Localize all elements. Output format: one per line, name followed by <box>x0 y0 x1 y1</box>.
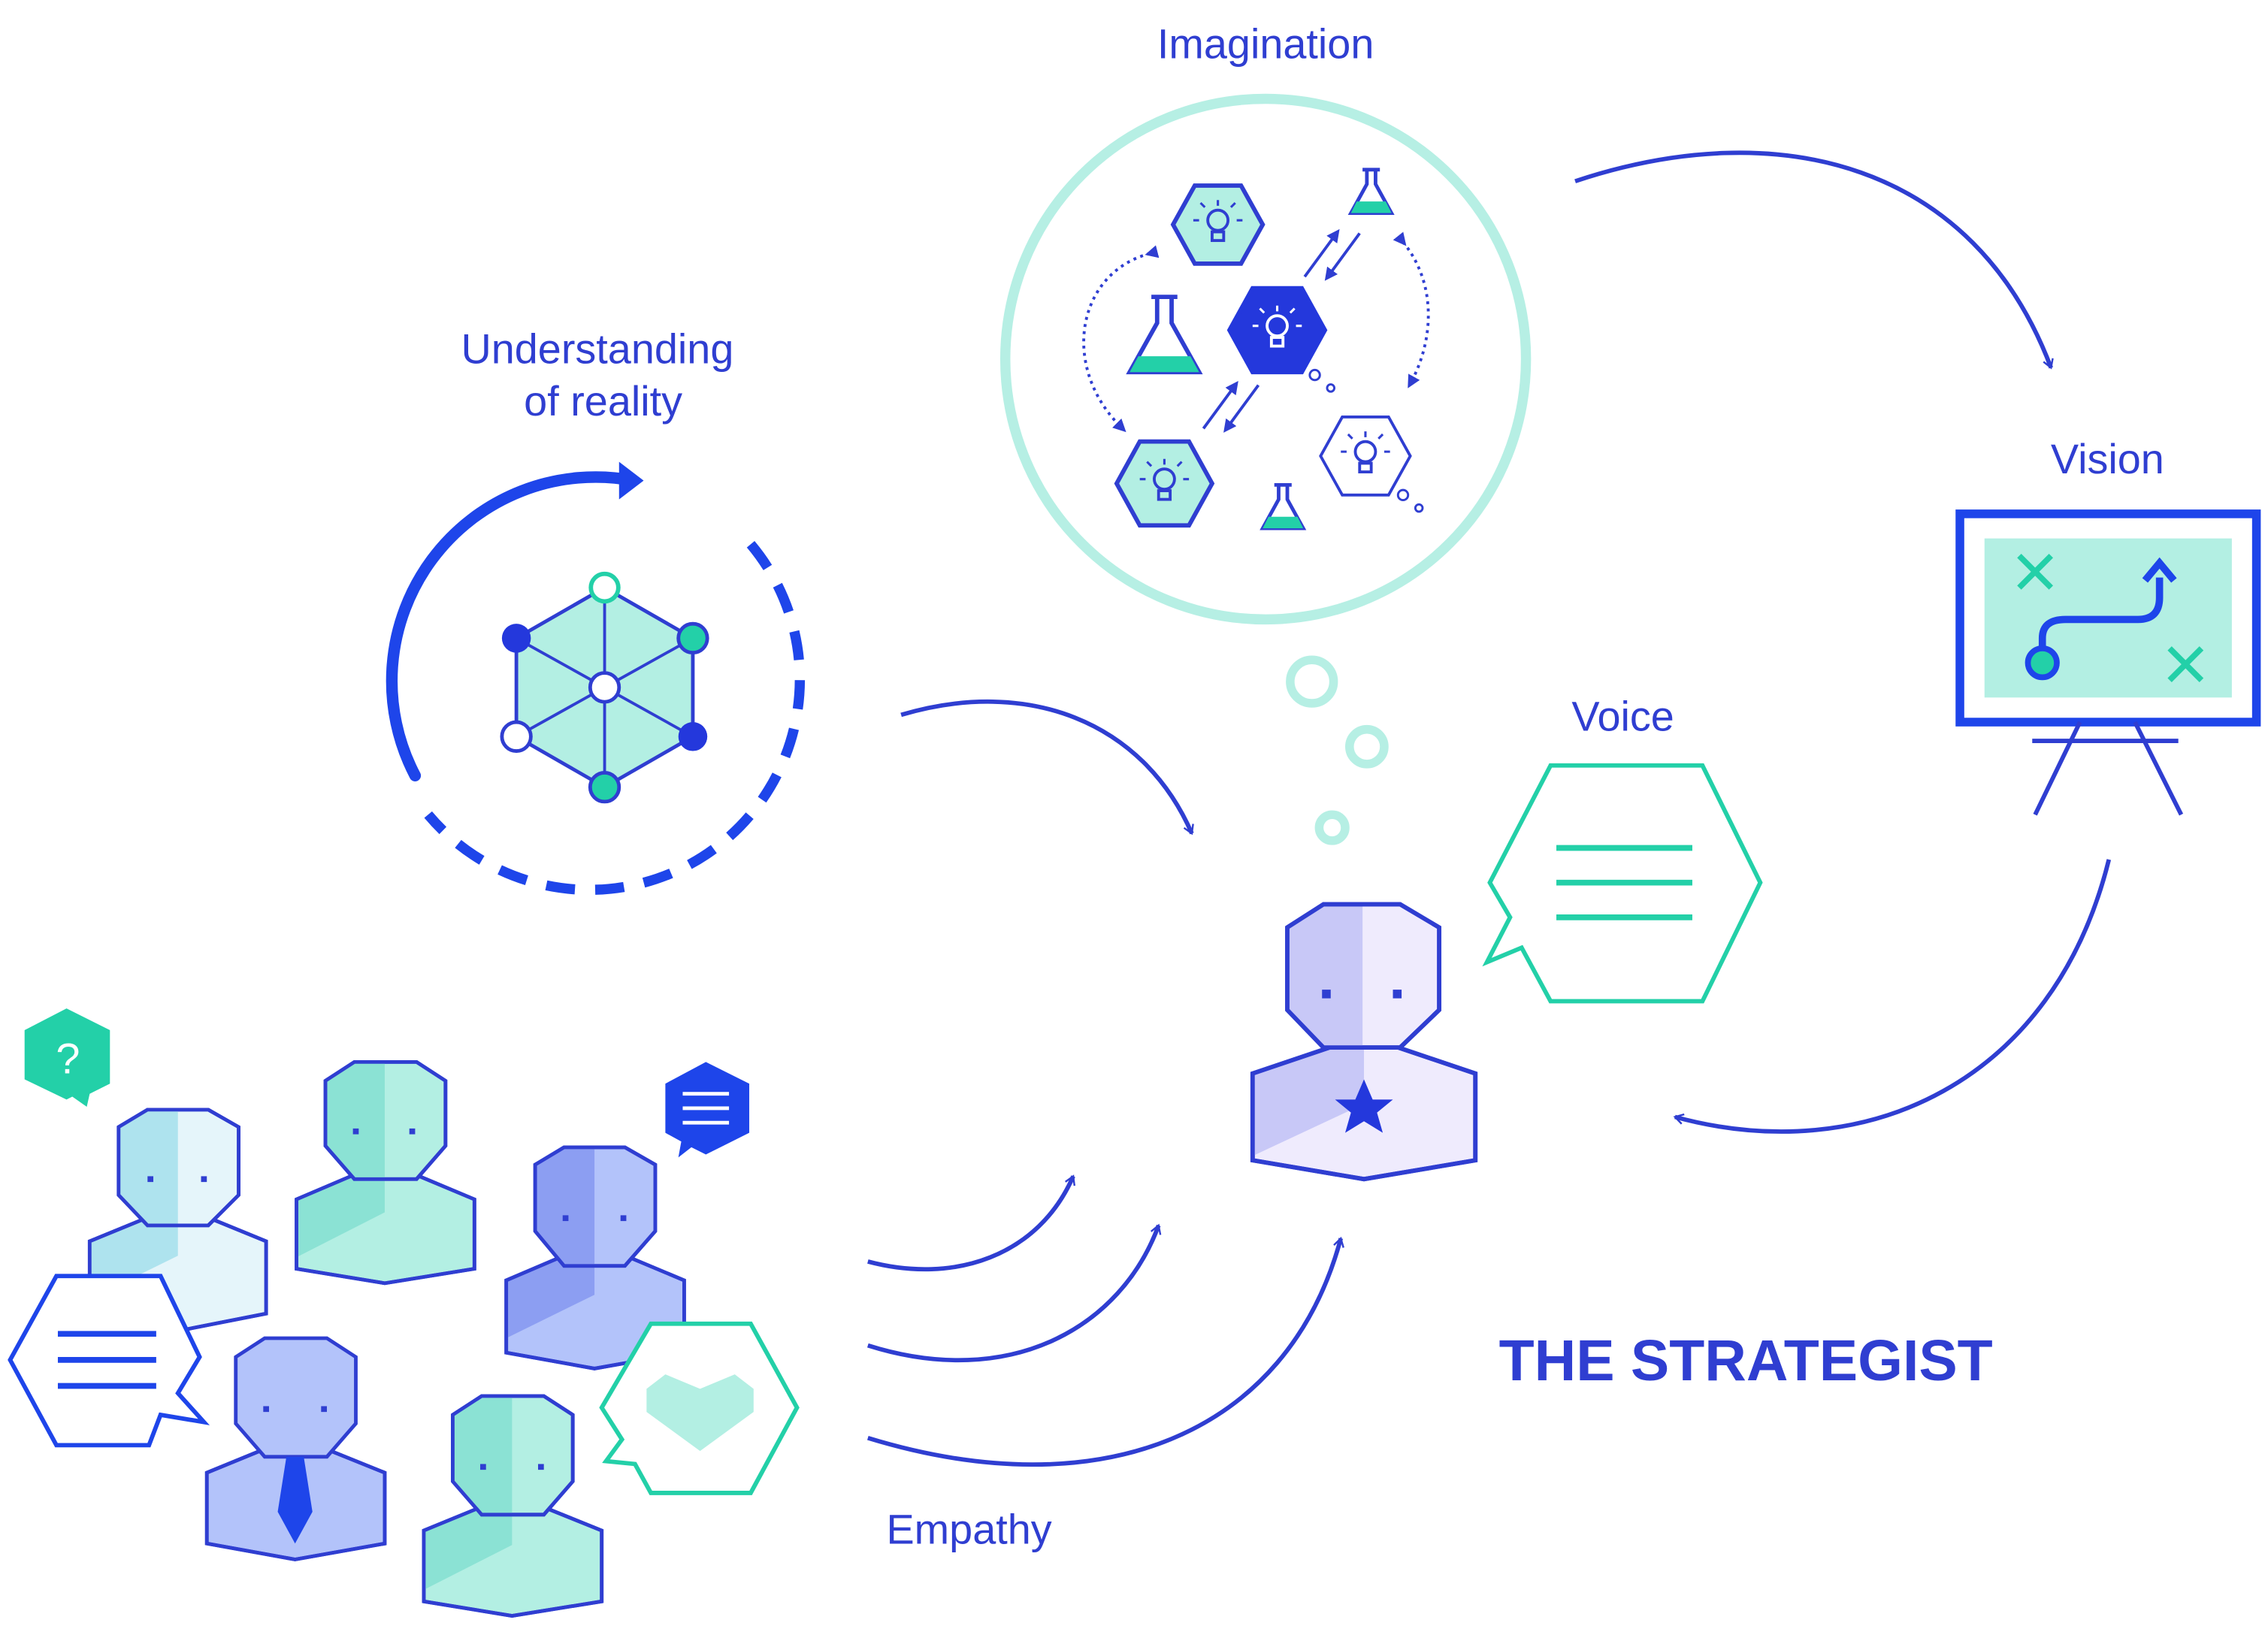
chat-icon <box>665 1062 750 1158</box>
speech-bubble <box>8 1274 210 1448</box>
heart-icon <box>646 1374 754 1452</box>
flow-arrows <box>866 150 2112 1467</box>
target-x-icon <box>2017 553 2054 590</box>
flask-icon <box>1126 295 1203 375</box>
tie-icon <box>277 1456 313 1544</box>
lightbulb-icon <box>1114 439 1215 528</box>
lightbulb-icon <box>1319 415 1412 497</box>
thought-bubble-medium <box>1345 724 1389 769</box>
arrow-icon <box>867 1236 1344 1467</box>
understanding-label-line2: of reality <box>524 377 682 425</box>
lightbulb-icon <box>1226 286 1328 375</box>
imagination-label: Imagination <box>1157 20 1374 68</box>
flask-icon <box>1347 168 1395 215</box>
person-avatar <box>504 1145 686 1371</box>
imagination-bubble <box>999 93 1532 845</box>
person-avatar <box>204 1336 387 1561</box>
flask-icon <box>1259 482 1307 530</box>
swap-arrows-icon <box>1082 228 1430 433</box>
star-icon <box>1335 1079 1393 1133</box>
strategist-title: THE STRATEGIST <box>1499 1328 1993 1393</box>
voice-label: Voice <box>1571 693 1674 740</box>
empathy-label: Empathy <box>886 1505 1051 1552</box>
heart-bubble <box>599 1321 800 1495</box>
voice-bubble <box>1482 763 1763 1004</box>
understanding-cycle <box>386 461 806 896</box>
cube-icon <box>500 571 709 804</box>
arrow-icon <box>1673 859 2112 1134</box>
arrow-icon <box>866 1223 1162 1363</box>
thought-bubble-large <box>1286 655 1338 708</box>
vision-board <box>1955 509 2261 816</box>
understanding-label-line1: Understanding <box>461 325 733 373</box>
lightbulb-icon <box>1170 183 1266 266</box>
thought-bubble-small <box>1314 810 1350 845</box>
strategist-avatar <box>1250 902 1478 1182</box>
arrow-icon <box>1574 150 2054 370</box>
person-avatar <box>295 1059 476 1286</box>
arrow-icon <box>867 1174 1076 1272</box>
question-mark: ? <box>56 1035 80 1083</box>
person-avatar <box>422 1394 604 1618</box>
arrow-icon <box>900 700 1194 836</box>
target-x-icon <box>2167 646 2204 682</box>
question-icon: ? <box>24 1008 110 1108</box>
vision-label: Vision <box>2051 435 2164 482</box>
